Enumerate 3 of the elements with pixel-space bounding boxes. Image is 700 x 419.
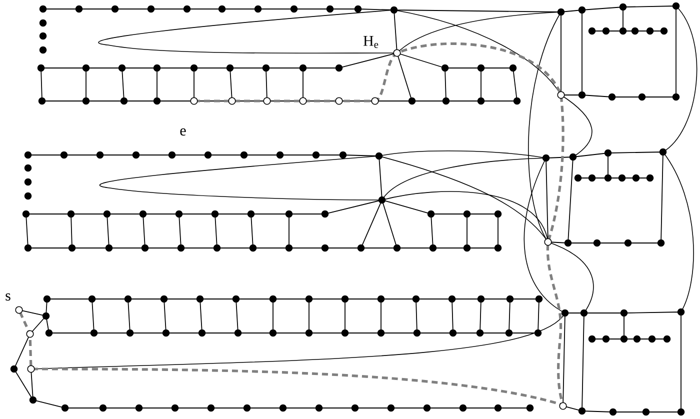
vertex-label: s <box>6 293 10 301</box>
vertex-label: e <box>180 128 186 136</box>
vertex-label: H$_{e}$ <box>363 36 378 48</box>
